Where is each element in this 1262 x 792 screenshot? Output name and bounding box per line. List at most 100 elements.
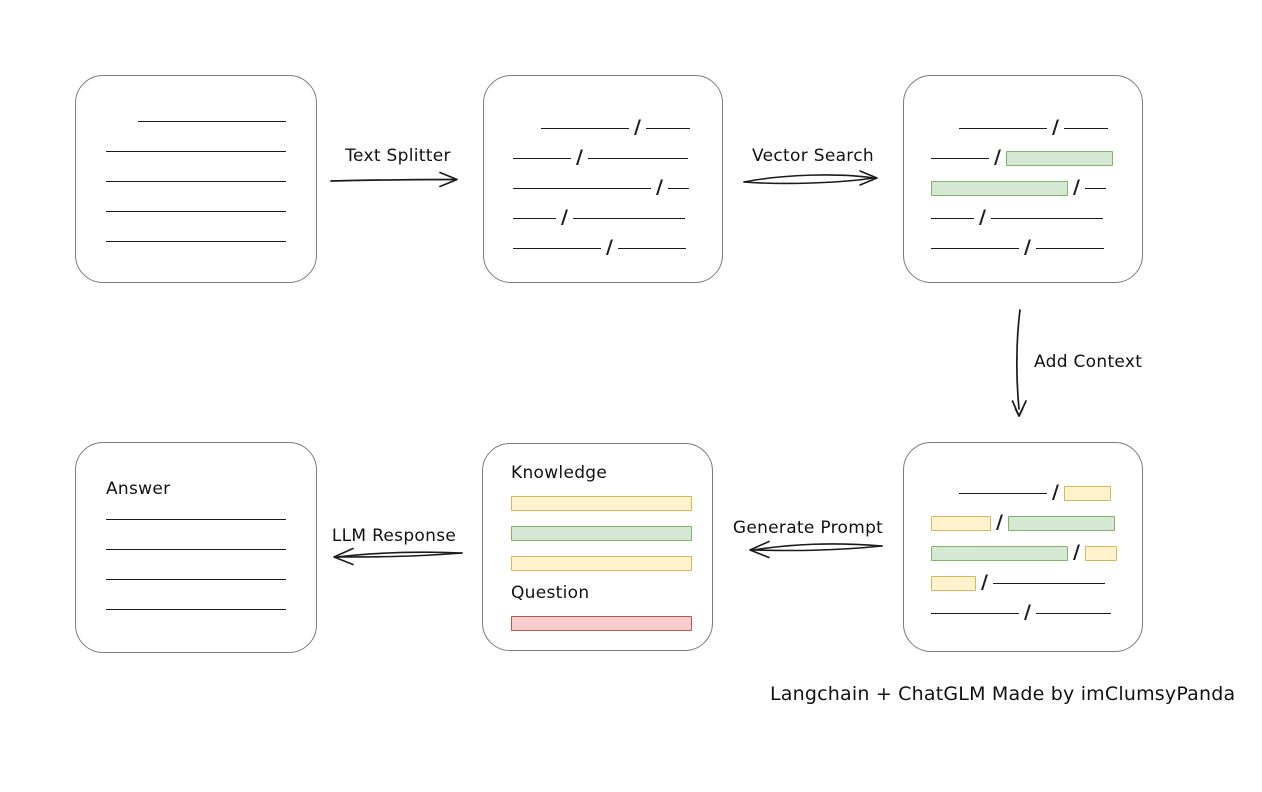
node-context-chunks: / / / / / (903, 442, 1143, 652)
node-text-label: Knowledge (511, 463, 608, 483)
node-row (106, 564, 286, 594)
node-row (106, 106, 286, 136)
node-row: / (513, 203, 698, 233)
node-row (106, 594, 286, 624)
arrow-shaft (743, 174, 875, 183)
node-row (106, 136, 286, 166)
arrow-shaft (330, 178, 455, 182)
node-row (106, 226, 286, 256)
chunk-yellow (511, 495, 692, 511)
text-line (513, 187, 651, 189)
node-answer: Answer (75, 442, 317, 653)
split-slash: / (1024, 235, 1031, 258)
arrow-head (1014, 408, 1024, 417)
node-row: / (931, 508, 1118, 538)
text-line (106, 210, 286, 212)
node-row (106, 504, 286, 534)
vector-search-label: Vector Search (752, 146, 874, 166)
chunk-yellow (931, 575, 976, 591)
node-split-text: / / / / / (483, 75, 723, 283)
split-slash: / (981, 570, 988, 593)
text-line (572, 217, 685, 219)
text-line (931, 157, 989, 159)
chunk-yellow (511, 555, 692, 571)
text-line (959, 127, 1047, 129)
node-row: / (931, 538, 1118, 568)
chunk-green (511, 525, 692, 541)
node-row: / (931, 568, 1118, 598)
chunk-red (511, 615, 692, 631)
text-line (667, 187, 689, 189)
add-context-label: Add Context (1034, 352, 1143, 372)
split-slash: / (561, 205, 568, 228)
text-line (513, 217, 556, 219)
arrow-head (859, 170, 878, 186)
text-line (587, 157, 688, 159)
text-line (513, 247, 601, 249)
node-row: / (931, 113, 1118, 143)
node-row: Answer (106, 474, 286, 504)
node-row: / (513, 173, 698, 203)
text-line (1035, 247, 1104, 249)
text-line (1063, 127, 1108, 129)
node-row: / (931, 173, 1118, 203)
split-slash: / (996, 510, 1003, 533)
text-line (106, 150, 286, 152)
node-text-label: Question (511, 583, 590, 603)
node-row (511, 548, 692, 578)
arrow-shaft (336, 551, 463, 558)
node-row: / (931, 233, 1118, 263)
node-row (106, 534, 286, 564)
node-row: / (931, 478, 1118, 508)
vector-search-arrow-icon (743, 170, 878, 186)
split-slash: / (606, 235, 613, 258)
split-slash: / (1073, 540, 1080, 563)
node-row: Knowledge (511, 458, 692, 488)
text-line (931, 247, 1019, 249)
text-line (992, 582, 1105, 584)
arrow-shaft (1016, 309, 1021, 410)
split-slash: / (1073, 175, 1080, 198)
chunk-yellow (931, 515, 991, 531)
arrow-head (749, 540, 770, 559)
text-line (541, 127, 629, 129)
text-line (138, 120, 286, 122)
split-slash: / (979, 205, 986, 228)
add-context-arrow-icon (1011, 309, 1027, 417)
arrow-shaft (752, 543, 883, 551)
node-row: Question (511, 578, 692, 608)
node-row: / (513, 233, 698, 263)
node-source-document (75, 75, 317, 283)
text-splitter-arrow-icon (330, 171, 458, 188)
text-line (959, 492, 1047, 494)
split-slash: / (634, 115, 641, 138)
chunk-yellow (1084, 545, 1117, 561)
text-line (513, 157, 571, 159)
node-row (106, 166, 286, 196)
arrow-shaft (752, 545, 883, 552)
split-slash: / (1024, 600, 1031, 623)
text-line (931, 217, 974, 219)
arrow-shaft (336, 552, 463, 558)
arrow-head (439, 171, 458, 188)
text-line (1084, 187, 1106, 189)
split-slash: / (1052, 480, 1059, 503)
split-slash: / (576, 145, 583, 168)
text-line (106, 240, 286, 242)
node-row: / (931, 203, 1118, 233)
node-row: / (931, 598, 1118, 628)
node-row (511, 488, 692, 518)
text-line (617, 247, 686, 249)
node-row (106, 196, 286, 226)
node-row: / (513, 143, 698, 173)
text-line (106, 608, 286, 610)
node-row (511, 608, 692, 638)
text-line (106, 180, 286, 182)
generate-prompt-arrow-icon (749, 540, 883, 559)
node-text-label: Answer (106, 479, 171, 499)
arrow-head (333, 547, 354, 566)
split-slash: / (1052, 115, 1059, 138)
split-slash: / (656, 175, 663, 198)
